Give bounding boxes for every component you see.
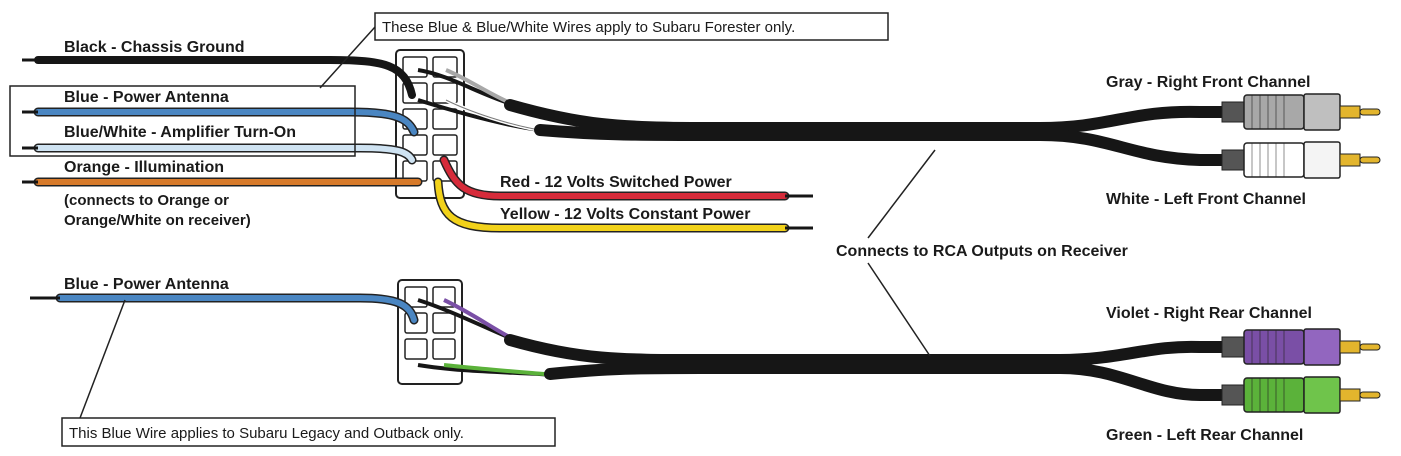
forester-note-box bbox=[374, 12, 889, 41]
label-orange-note-1: (connects to Orange or bbox=[64, 192, 229, 209]
label-rca-outputs: Connects to RCA Outputs on Receiver bbox=[836, 243, 1128, 260]
label-blue-antenna-top: Blue - Power Antenna bbox=[64, 89, 229, 106]
bottom-rca-cable bbox=[504, 334, 1231, 366]
white-rca-plug bbox=[1221, 141, 1381, 179]
legacy-note-box bbox=[61, 417, 556, 447]
gray-rca-plug bbox=[1221, 93, 1381, 131]
blue-antenna-bottom-wire bbox=[55, 293, 419, 325]
label-green-lr: Green - Left Rear Channel bbox=[1106, 427, 1303, 444]
label-blue-antenna-bottom: Blue - Power Antenna bbox=[64, 276, 229, 293]
label-orange-note-2: Orange/White on receiver) bbox=[64, 212, 251, 229]
bottom-harness: This Blue Wire applies to Subaru Legacy … bbox=[30, 279, 1381, 447]
green-rca-plug bbox=[1221, 376, 1381, 414]
black-ground-wire bbox=[34, 56, 416, 99]
label-black-ground: Black - Chassis Ground bbox=[64, 39, 245, 56]
bottom-connector bbox=[397, 279, 463, 385]
label-violet-rr: Violet - Right Rear Channel bbox=[1106, 305, 1312, 322]
label-white-lf: White - Left Front Channel bbox=[1106, 191, 1306, 208]
label-yellow-constant: Yellow - 12 Volts Constant Power bbox=[500, 206, 750, 223]
label-blue-white-amp: Blue/White - Amplifier Turn-On bbox=[64, 124, 296, 141]
label-orange-illum: Orange - Illumination bbox=[64, 159, 224, 176]
forester-note: These Blue & Blue/White Wires apply to S… bbox=[382, 19, 795, 36]
label-gray-rf: Gray - Right Front Channel bbox=[1106, 74, 1310, 91]
legacy-note: This Blue Wire applies to Subaru Legacy … bbox=[69, 425, 464, 442]
top-rca-cable bbox=[504, 99, 1231, 134]
top-harness: These Blue & Blue/White Wires apply to S… bbox=[9, 12, 1381, 233]
forester-highlight-box bbox=[9, 85, 356, 157]
violet-rca-plug bbox=[1221, 328, 1381, 366]
label-red-switched: Red - 12 Volts Switched Power bbox=[500, 174, 732, 191]
